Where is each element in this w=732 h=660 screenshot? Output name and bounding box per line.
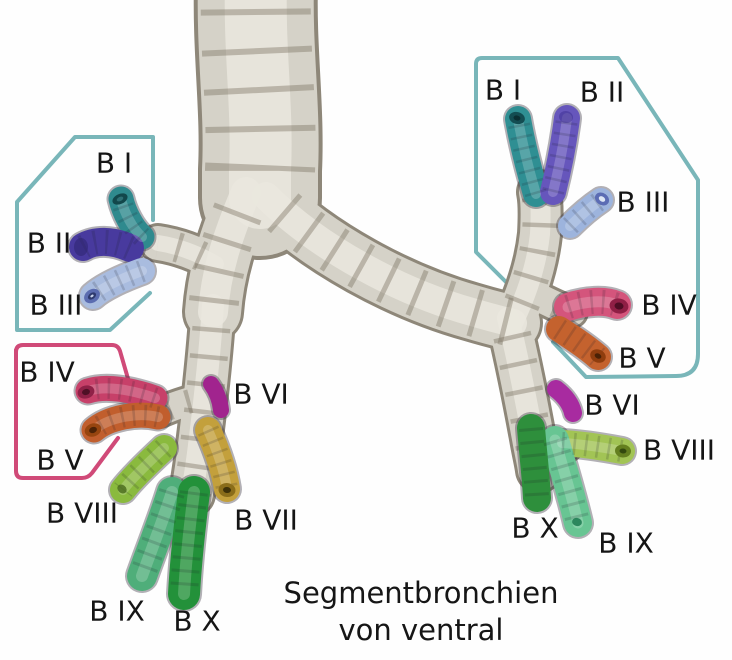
label-right-b3: B III <box>617 186 670 219</box>
opening-right-b5 <box>590 349 606 363</box>
opening-left-b3 <box>84 288 100 304</box>
opening-left-b4 <box>77 385 95 399</box>
opening-glint <box>90 294 94 298</box>
end-shade <box>74 238 88 256</box>
label-left-b10: B X <box>173 605 220 638</box>
opening-lumen <box>598 196 606 202</box>
opening-right-b1 <box>509 111 525 125</box>
opening-lumen <box>117 484 127 494</box>
end-shade-right-b2 <box>559 110 573 124</box>
segment-right-b6 <box>556 389 573 413</box>
label-right-b10: B X <box>511 512 558 545</box>
label-left-b5: B V <box>36 444 83 477</box>
opening-left-b7 <box>218 482 236 498</box>
opening-lumen <box>513 115 521 121</box>
opening-right-b3 <box>594 192 610 206</box>
caption-line2: von ventral <box>338 613 503 647</box>
label-right-b9: B IX <box>598 527 654 560</box>
label-left-b8: B VIII <box>46 497 118 530</box>
label-left-b4: B IV <box>19 356 75 389</box>
opening-lumen <box>572 517 582 527</box>
segment-labels: B I B II B III B IV B V B VI B VII B VII… <box>19 74 715 638</box>
label-left-b7: B VII <box>234 504 298 537</box>
label-left-b6: B VI <box>233 378 289 411</box>
opening-lumen <box>89 426 97 434</box>
caption-line1: Segmentbronchien <box>284 576 559 610</box>
segment-right-b10 <box>531 428 537 498</box>
label-right-b2: B II <box>580 76 625 109</box>
segment-left-b6 <box>211 384 221 410</box>
opening-lumen <box>82 388 90 396</box>
opening-lumen <box>614 302 624 310</box>
label-right-b1: B I <box>485 74 521 107</box>
label-left-b2: B II <box>27 227 72 260</box>
label-right-b8: B VIII <box>643 434 715 467</box>
opening-lumen <box>619 448 627 454</box>
opening-right-b8 <box>615 444 631 458</box>
opening-left-b1 <box>112 193 128 205</box>
label-left-b9: B IX <box>89 595 145 628</box>
end-shade-left-b2 <box>74 238 88 256</box>
label-right-b5: B V <box>618 342 665 375</box>
opening-lumen <box>223 486 231 494</box>
opening-lumen <box>594 353 602 359</box>
opening-left-b5 <box>84 423 102 437</box>
caption: Segmentbronchien von ventral <box>284 576 559 647</box>
label-left-b3: B III <box>30 289 83 322</box>
opening-left-b8 <box>117 484 127 494</box>
label-right-b6: B VI <box>584 389 640 422</box>
opening-right-b9 <box>572 517 582 527</box>
end-shade <box>559 110 573 124</box>
label-left-b1: B I <box>96 147 132 180</box>
segment-openings <box>74 110 631 527</box>
label-right-b4: B IV <box>641 289 697 322</box>
opening-right-b4 <box>609 298 629 314</box>
opening-lumen <box>116 196 124 202</box>
